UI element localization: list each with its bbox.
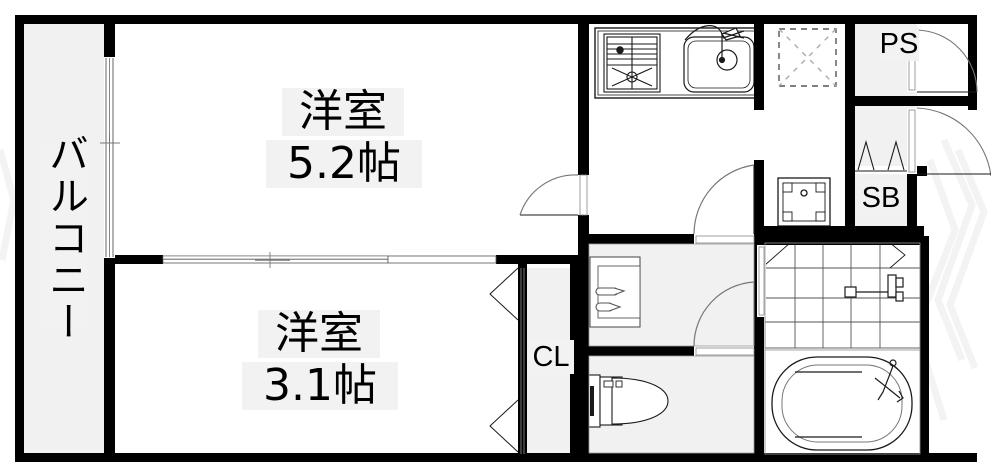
toilet-icon bbox=[585, 374, 669, 428]
watermark bbox=[0, 138, 988, 422]
room52-hinged-door[interactable] bbox=[519, 174, 589, 216]
room-divider-sliding-2[interactable] bbox=[387, 255, 497, 264]
entrance-door[interactable] bbox=[907, 107, 991, 177]
room-3-1-size: 3.1帖 bbox=[242, 362, 398, 410]
pipe-space-label: PS bbox=[879, 27, 919, 61]
washing-machine-icon bbox=[589, 256, 641, 328]
interior-outlines bbox=[588, 242, 921, 455]
room-5-2-name: 洋室 bbox=[282, 88, 404, 136]
room-5-2-size: 5.2帖 bbox=[266, 140, 422, 188]
shoe-box-icon bbox=[777, 177, 831, 227]
ps-door[interactable] bbox=[907, 29, 978, 93]
kitchen-counter bbox=[594, 27, 761, 99]
bathroom-door[interactable] bbox=[757, 245, 766, 317]
refrigerator-space-icon bbox=[778, 28, 837, 87]
room-3-1-name: 洋室 bbox=[258, 310, 380, 358]
room-divider-sliding[interactable] bbox=[162, 252, 389, 268]
closet-folding-door[interactable] bbox=[489, 264, 525, 454]
balcony-label: バルコニー bbox=[40, 132, 90, 343]
balcony-sliding-window[interactable] bbox=[100, 57, 120, 258]
storage-box-label: SB bbox=[858, 181, 904, 215]
shower-icon bbox=[764, 242, 921, 349]
bathtub-icon bbox=[764, 349, 921, 456]
closet-label: CL bbox=[528, 340, 574, 374]
sink-icon bbox=[683, 25, 755, 93]
stove-icon bbox=[603, 33, 661, 93]
stairs-icon bbox=[855, 139, 917, 172]
walls bbox=[15, 15, 977, 462]
kitchen-hinged-door[interactable] bbox=[693, 164, 755, 244]
